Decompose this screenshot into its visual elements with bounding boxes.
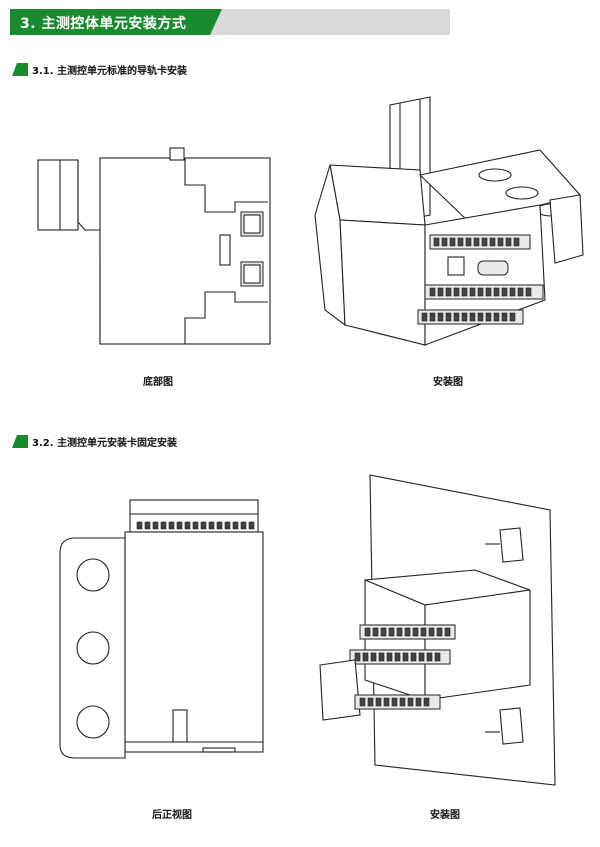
caption-install-2: 安装图 [430,810,460,821]
section-banner: 3. 主测控体单元安装方式 [10,9,450,35]
rail-install-drawing [314,96,584,346]
rear-view-drawing [59,499,264,759]
bottom-view-drawing [37,147,271,345]
section-mark-icon [12,435,28,448]
caption-bottom-view: 底部图 [143,377,173,388]
section-mark-icon [12,63,28,76]
section-title: 3. 主测控体单元安装方式 [20,16,187,32]
caption-install-1: 安装图 [433,377,463,388]
banner-shape [10,9,450,35]
bracket-install-drawing [319,474,556,786]
caption-rear-view: 后正视图 [152,810,192,821]
